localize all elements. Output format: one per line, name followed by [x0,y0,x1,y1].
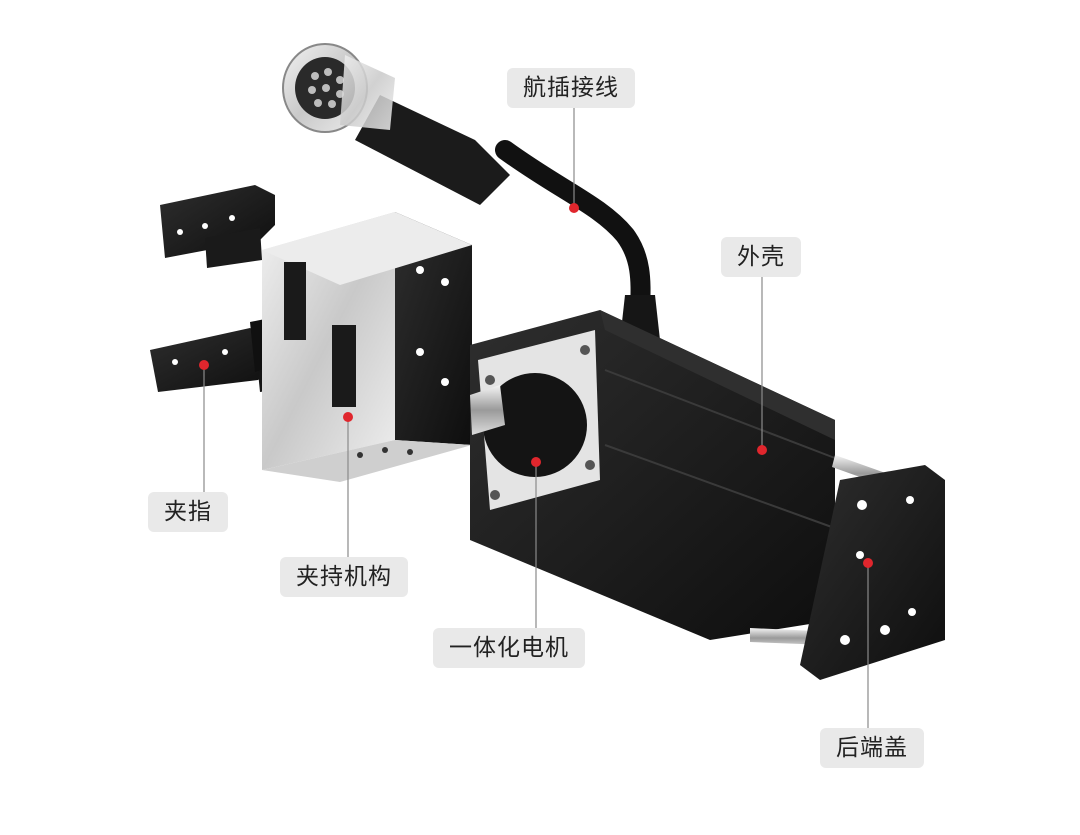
end-cap-part [800,465,945,680]
marker-dot-end-cap [863,558,873,568]
motor-part [470,330,600,510]
leader-lines [203,107,869,728]
label-end-cap: 后端盖 [820,728,924,768]
marker-dot-clamp [343,412,353,422]
label-clamp-mechanism: 夹持机构 [280,557,408,597]
connector-cable [282,43,660,340]
label-housing: 外壳 [721,237,801,277]
finger-upper-part [160,185,275,268]
marker-dot-finger [199,360,209,370]
marker-dot-connector [569,203,579,213]
label-integrated-motor: 一体化电机 [433,628,585,668]
marker-dot-motor [531,457,541,467]
label-finger: 夹指 [148,492,228,532]
marker-dots [199,203,873,568]
label-connector: 航插接线 [507,68,635,108]
clamp-mechanism-part [262,212,472,482]
marker-dot-housing [757,445,767,455]
